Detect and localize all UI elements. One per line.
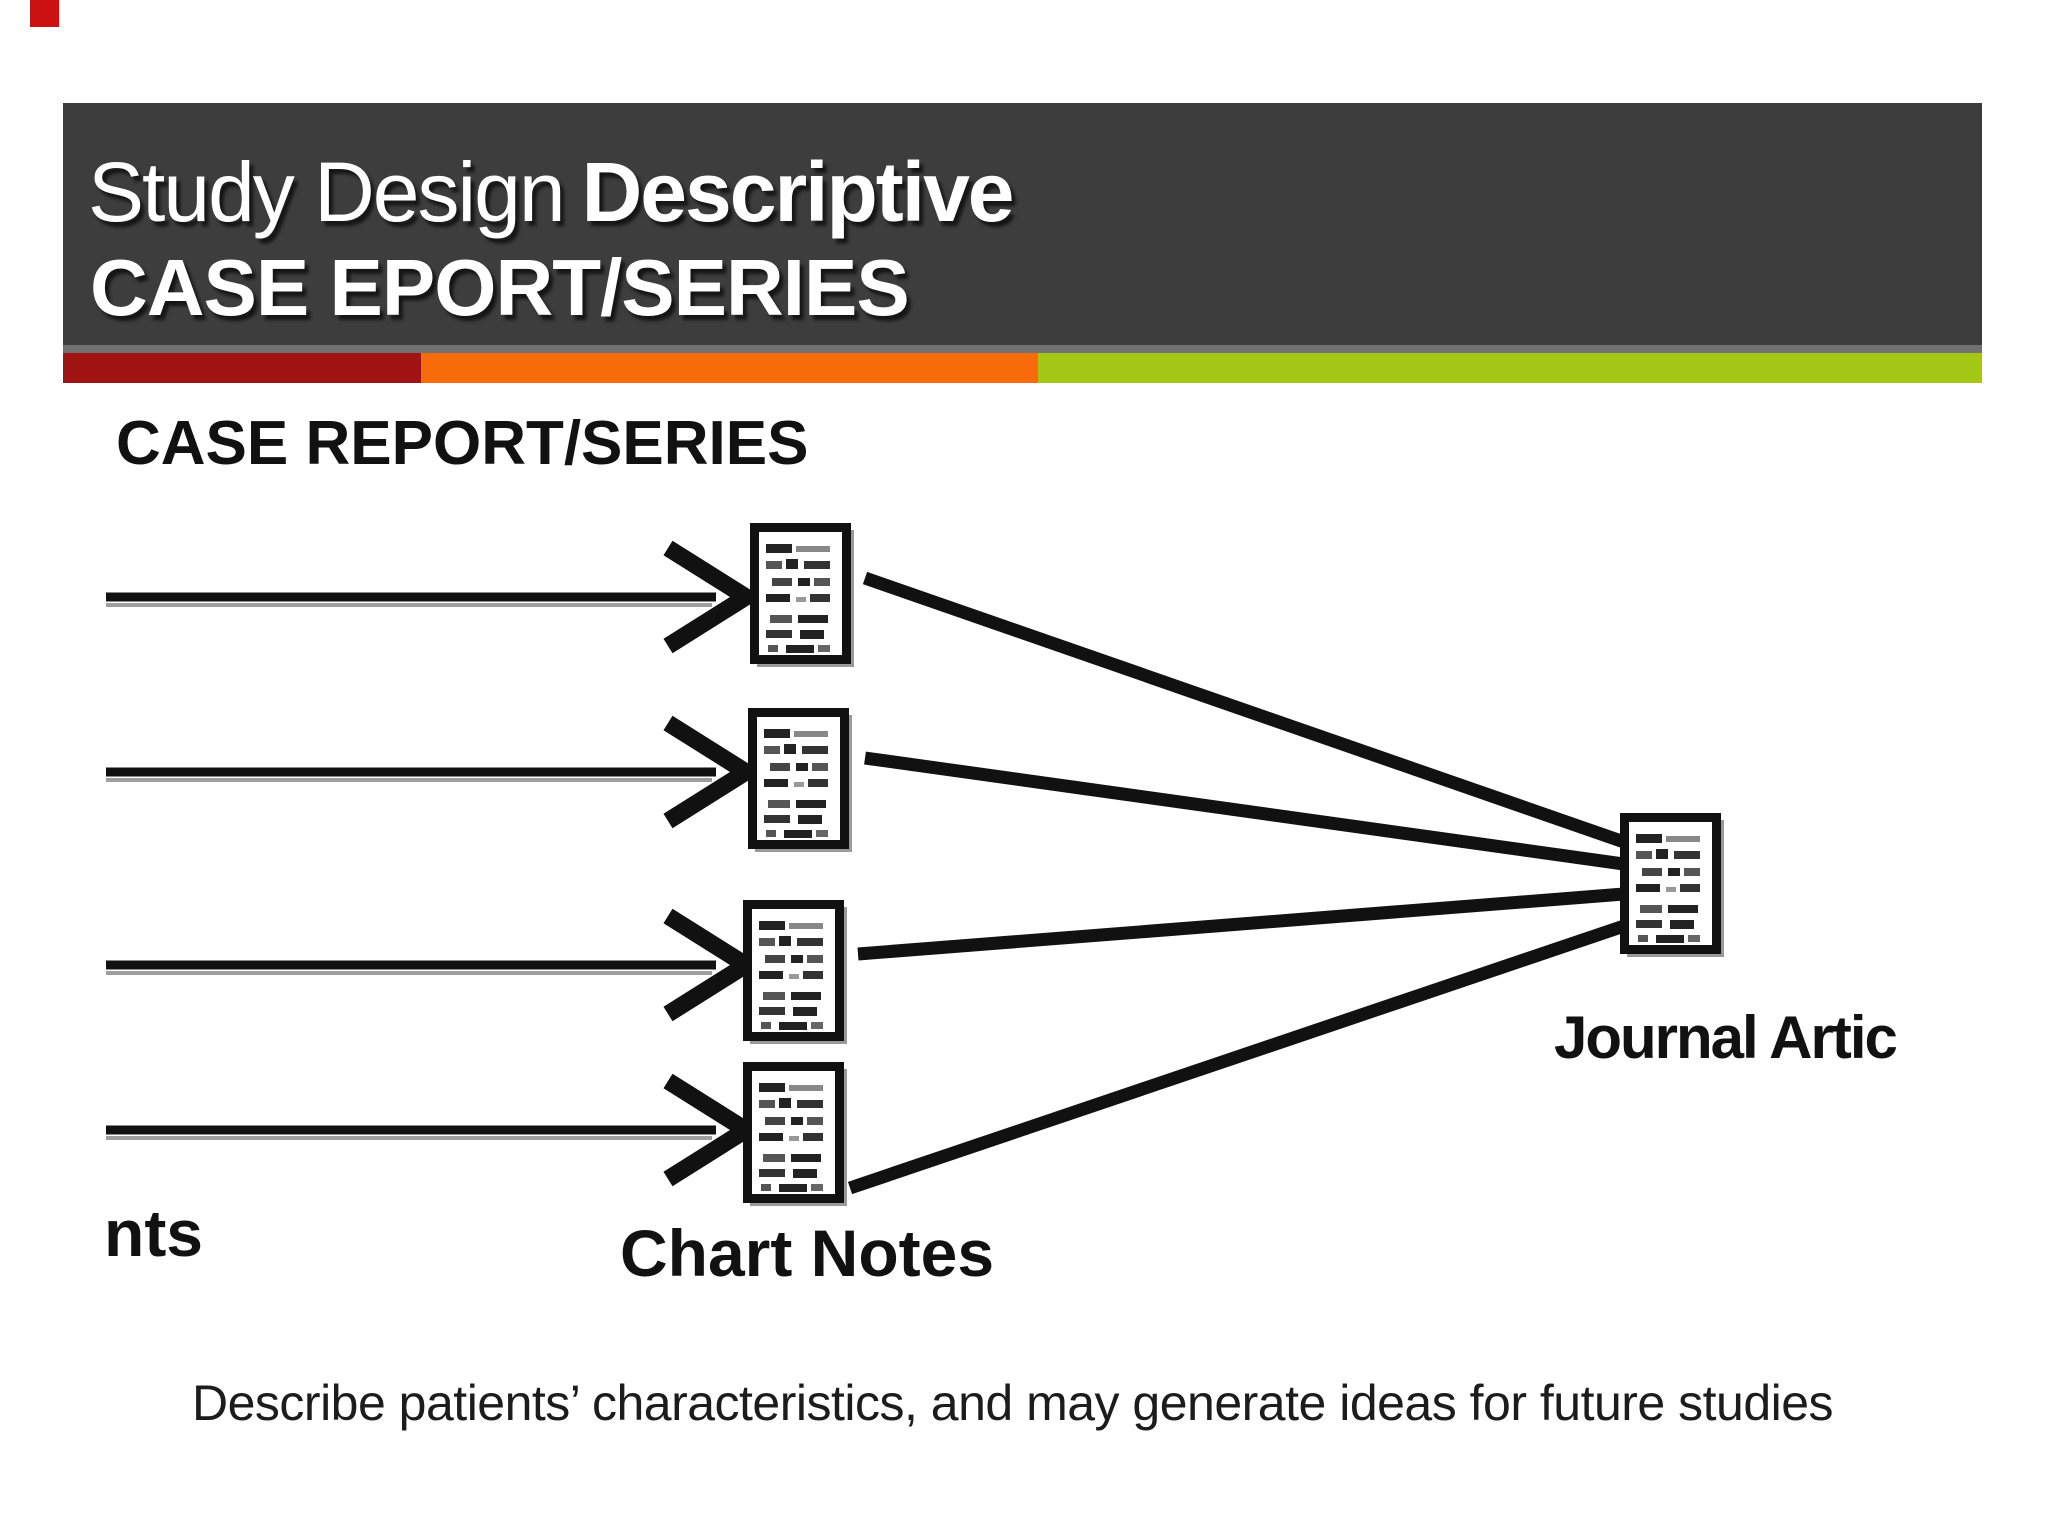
accent-bar-orange [421,353,1038,383]
chart-note-icon [753,713,853,853]
chart-note-icon [748,905,848,1045]
chart-notes-label: Chart Notes [620,1216,995,1290]
header-separator [63,345,1982,353]
journal-article-icon [1625,818,1725,958]
journal-article-label: Journal Artic [1554,1004,1898,1071]
accent-bar-dark-red [63,353,421,383]
patient-arrow [106,548,746,646]
slide-header [63,103,1982,345]
red-marker [30,0,59,27]
section-heading: CASE REPORT/SERIES [116,409,809,478]
title-bold-part: Descriptive [581,145,1015,239]
patient-arrow [106,1081,746,1179]
connector-line [864,751,1625,871]
chart-note-icon [748,1067,848,1207]
slide-caption: Describe patients’ characteristics, and … [192,1375,1834,1431]
connector-line [857,887,1625,961]
connector-line [847,919,1627,1195]
title-regular-part: Study Design [88,145,566,239]
patient-arrow [106,916,746,1014]
slide-title-line2: CASE EPORT/SERIES [90,243,910,332]
chart-note-icon [755,528,855,668]
accent-bar-green [1038,353,1982,383]
patient-arrow [106,723,746,821]
connector-line [862,571,1627,849]
patients-label-partial: nts [104,1196,203,1270]
